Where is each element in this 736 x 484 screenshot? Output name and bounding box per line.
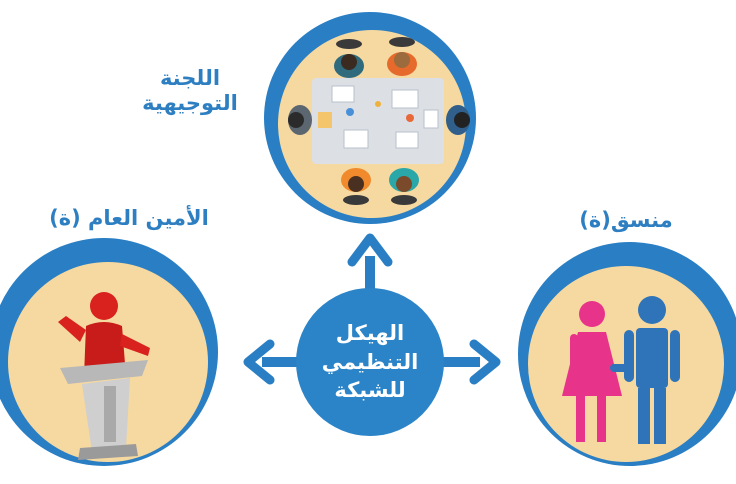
man-woman-icon	[562, 296, 680, 444]
coordinator-node	[518, 242, 736, 466]
secretary-general-label-text: الأمين العام (ة)	[49, 206, 209, 230]
committee-label-line-2: التوجيهية	[142, 91, 238, 116]
meeting-table-icon	[288, 37, 470, 205]
committee-label-line-1: اللجنة	[159, 66, 221, 90]
secretary-general-label: الأمين العام (ة)	[24, 206, 234, 231]
center-title-line-2: التنظيمي	[321, 349, 419, 374]
arrow-left	[243, 339, 302, 385]
secretary-general-node	[0, 238, 218, 466]
speaker-podium-icon	[58, 292, 150, 460]
coordinator-label-text: منسق(ة)	[579, 208, 673, 232]
committee-label: اللجنة التوجيهية	[132, 66, 248, 116]
arrow-right	[440, 339, 501, 385]
coordinator-label: منسق(ة)	[566, 208, 686, 233]
center-title: الهيكل التنظيمي للشبكة	[290, 292, 450, 432]
center-title-line-1: الهيكل	[335, 321, 405, 346]
center-title-line-3: للشبكة	[334, 378, 406, 403]
arrow-up	[347, 233, 393, 296]
center-circle	[296, 288, 444, 436]
committee-node	[264, 12, 476, 224]
